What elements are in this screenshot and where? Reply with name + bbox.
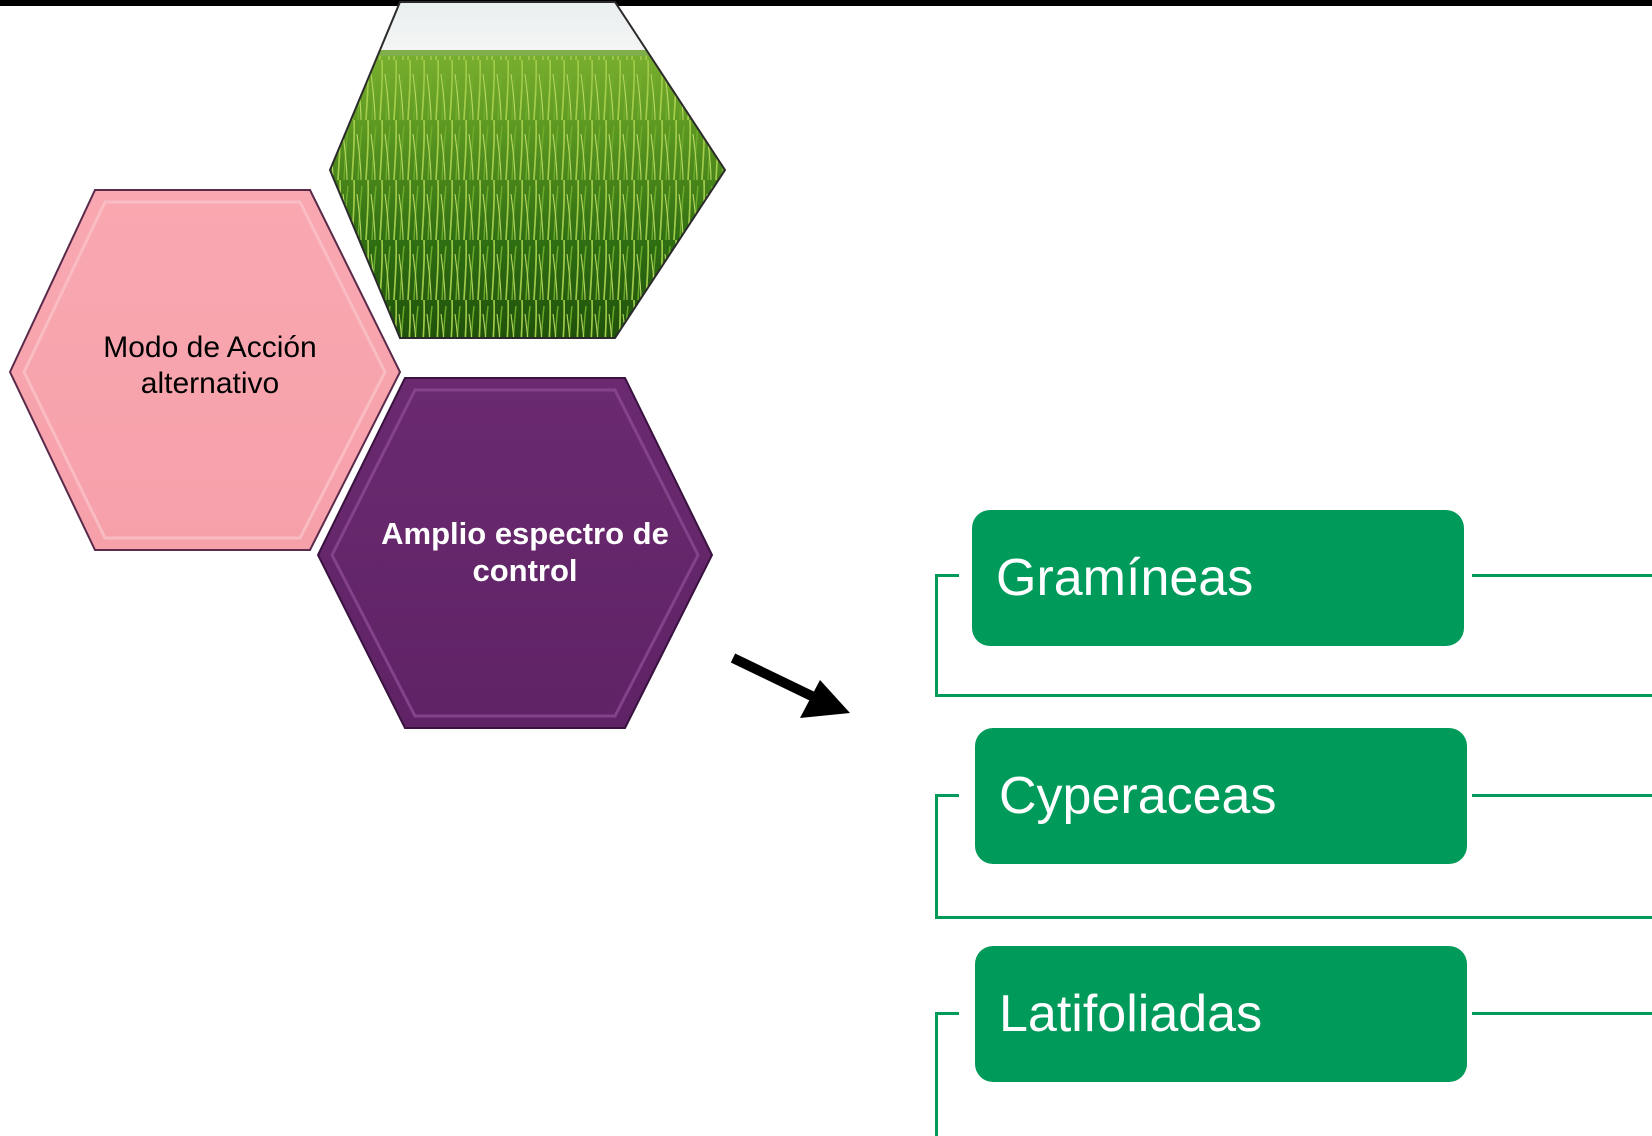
purple-hexagon xyxy=(316,377,714,729)
weed-label-cyperaceas: Cyperaceas xyxy=(975,728,1467,864)
hexagon-label-mode-of-action: Modo de Acción alternativo xyxy=(103,331,317,400)
pink-hexagon xyxy=(8,189,402,551)
hexagon-label-broad-spectrum: Amplio espectro de control xyxy=(381,516,669,589)
top-border xyxy=(0,0,1652,6)
weed-label-latifoliadas: Latifoliadas xyxy=(975,946,1467,1082)
arrow-icon xyxy=(730,653,850,718)
weed-label-gramineas: Gramíneas xyxy=(972,510,1464,646)
rice-field-photo-hexagon xyxy=(328,1,727,339)
